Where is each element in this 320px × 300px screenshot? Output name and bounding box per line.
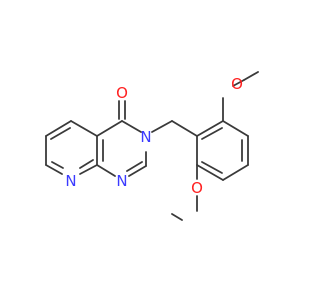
atom-label-oxygen-carbonyl: O	[116, 84, 128, 102]
bond-c1p-c2p-inner	[201, 127, 223, 140]
bond-c7-c8	[45, 164, 63, 175]
bond-layer	[45, 71, 259, 221]
bond-c1p-c2p	[196, 120, 224, 137]
bond-o-bottom-link	[171, 213, 183, 221]
bond-n8-c8a	[79, 164, 98, 175]
bond-c8a-n1	[96, 164, 116, 177]
bond-c4a-c5	[70, 120, 98, 137]
atom-label-nitrogen-n8: N	[65, 172, 76, 190]
atom-label-layer: O N N N O O	[65, 75, 243, 197]
bond-o-ch3-top	[243, 71, 259, 81]
bond-c4p-c5p	[222, 164, 249, 181]
atom-label-oxygen-methoxy-top: O	[231, 75, 243, 93]
bond-n1-c2-2	[126, 161, 143, 172]
atom-label-oxygen-methoxy-bottom: O	[191, 179, 203, 197]
bond-c5p-c6p	[196, 164, 224, 181]
bond-c5-c6	[45, 120, 72, 137]
bond-c4-n3	[121, 120, 142, 133]
molecule-structure-diagram: O N N N O O	[45, 71, 259, 221]
atom-label-nitrogen-n3: N	[140, 128, 151, 146]
bond-ch2-c1p	[171, 120, 198, 137]
atom-label-nitrogen-n1: N	[116, 172, 127, 190]
bond-c5-c6-inner	[50, 127, 71, 140]
bond-n8-c8a-inner	[79, 159, 94, 169]
bond-c7-c8-inner	[51, 161, 64, 169]
bond-n1-c2-1	[128, 165, 147, 177]
bond-c2p-c3p	[222, 120, 249, 137]
bond-o-top-link	[232, 79, 245, 87]
bond-c4-c4a	[96, 120, 123, 137]
bond-n3-ch2	[151, 120, 173, 133]
bond-c5p-c6p-inner	[201, 161, 223, 174]
